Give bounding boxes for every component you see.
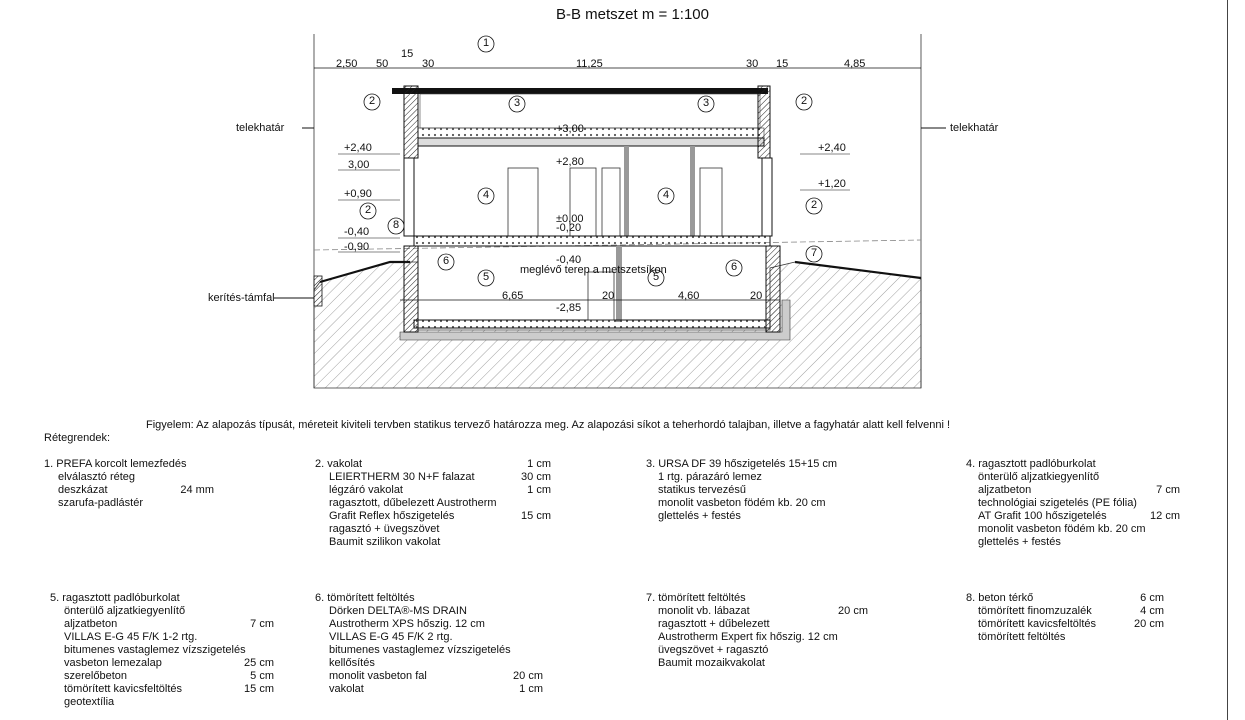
marker-3a-circle — [508, 95, 526, 113]
fence-wall — [313, 275, 323, 307]
kerites-label: kerítés-támfal — [208, 292, 275, 304]
layer-6: 6. tömörített feltöltés Dörken DELTA®-MS… — [315, 592, 543, 695]
layer-5: 5. ragasztott padlóburkolat önterülő alj… — [50, 592, 274, 708]
marker-7-circle — [805, 245, 823, 263]
terrain-label: meglévő terep a metszetsíkon — [520, 264, 667, 276]
marker-5b-circle — [647, 269, 665, 287]
marker-2c-circle — [359, 202, 377, 220]
legend-title: Rétegrendek: — [44, 432, 111, 444]
marker-7: 7 — [811, 247, 818, 259]
foundation-note: Figyelem: Az alapozás típusát, méreteit … — [146, 419, 951, 431]
dim-bottom-3: 4,60 — [678, 290, 700, 302]
dim-bottom-2: 20 — [602, 290, 615, 302]
foundation-base — [399, 299, 791, 341]
level-r-240: +2,40 — [818, 142, 846, 154]
level-r-120: +1,20 — [818, 178, 846, 190]
marker-2b: 2 — [801, 95, 808, 107]
dim-bottom-4: 20 — [750, 290, 763, 302]
level-l-m040: -0,40 — [344, 226, 370, 238]
basement-slab — [413, 319, 771, 329]
marker-6b-circle — [725, 259, 743, 277]
basement-wall-right — [765, 245, 781, 333]
door-4 — [699, 167, 723, 237]
wall-right-upper — [757, 85, 771, 159]
marker-2b-circle — [795, 93, 813, 111]
layer-4: 4. ragasztott padlóburkolat önterülő alj… — [966, 458, 1180, 548]
marker-4b-circle — [657, 187, 675, 205]
ceiling-insulation — [417, 127, 765, 139]
marker-1: 1 — [483, 37, 490, 49]
level-c-280: +2,80 — [556, 156, 584, 168]
terrain-right — [794, 260, 922, 280]
marker-3b: 3 — [703, 97, 710, 109]
level-l-240: +2,40 — [344, 142, 372, 154]
sheet-border — [1227, 0, 1228, 720]
level-c-m040: -0,40 — [556, 254, 582, 266]
level-l-m090: -0,90 — [344, 241, 370, 253]
door-3 — [601, 167, 621, 237]
marker-6a-circle — [437, 253, 455, 271]
level-l-090: +0,90 — [344, 188, 372, 200]
dim-top-7: 15 — [776, 58, 789, 70]
level-c-m020: -0,20 — [556, 222, 582, 234]
marker-4a: 4 — [483, 189, 490, 201]
dim-top-4: 30 — [422, 58, 435, 70]
dim-top-6: 30 — [746, 58, 759, 70]
marker-8-circle — [387, 217, 405, 235]
marker-4b: 4 — [663, 189, 670, 201]
wall-right-window — [761, 157, 773, 237]
marker-3a: 3 — [514, 97, 521, 109]
dim-top-5: 11,25 — [576, 58, 603, 70]
marker-6b: 6 — [731, 261, 738, 273]
dim-top-3: 15 — [401, 48, 414, 60]
level-c-000: ±0,00 — [556, 213, 584, 225]
telekhatar-left-label: telekhatár — [236, 122, 285, 134]
level-c-300: +3,00 — [556, 123, 584, 135]
dim-top-8: 4,85 — [844, 58, 866, 70]
floor-slab — [413, 235, 771, 247]
layer-3: 3. URSA DF 39 hőszigetelés 15+15 cm 1 rt… — [646, 458, 838, 522]
basement-wall-left — [403, 245, 419, 333]
level-l-300: 3,00 — [348, 159, 370, 171]
dim-bottom-1: 6,65 — [502, 290, 524, 302]
marker-4a-circle — [477, 187, 495, 205]
layer-7: 7. tömörített feltöltés monolit vb. lába… — [646, 592, 868, 669]
door-1 — [507, 167, 539, 237]
roof-cover — [392, 88, 768, 94]
marker-5b: 5 — [653, 271, 660, 283]
inner-wall — [624, 146, 629, 236]
marker-2d: 2 — [811, 199, 818, 211]
layer-1: 1. PREFA korcolt lemezfedés elválasztó r… — [44, 458, 214, 509]
marker-5a-circle — [477, 269, 495, 287]
wall-left-window — [403, 157, 415, 237]
marker-1-circle — [477, 35, 495, 53]
marker-2c: 2 — [365, 204, 372, 216]
terrain-left — [319, 260, 410, 284]
basement-inner-wall — [616, 246, 622, 322]
marker-2a: 2 — [369, 95, 376, 107]
wall-left-upper — [403, 85, 419, 159]
inner-wall-2 — [690, 146, 695, 236]
marker-6a: 6 — [443, 255, 450, 267]
dim-top-1: 2,50 — [336, 58, 358, 70]
telekhatar-right-label: telekhatár — [950, 122, 999, 134]
ceiling-slab — [417, 137, 765, 147]
marker-2d-circle — [805, 197, 823, 215]
level-c-m285: -2,85 — [556, 302, 582, 314]
basement-door — [587, 271, 615, 321]
marker-8: 8 — [393, 219, 400, 231]
marker-5a: 5 — [483, 271, 490, 283]
drawing-title: B-B metszet m = 1:100 — [556, 6, 709, 23]
marker-3b-circle — [697, 95, 715, 113]
marker-2a-circle — [363, 93, 381, 111]
dim-top-2: 50 — [376, 58, 389, 70]
